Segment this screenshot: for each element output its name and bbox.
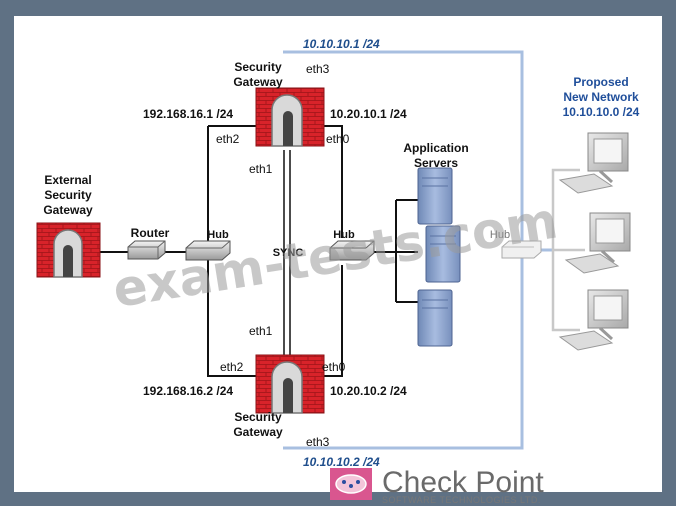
hub-right-label: Hub [490,229,510,241]
bottom-gw-label-2: Gateway [233,425,283,439]
checkpoint-logo: Check Point SOFTWARE TECHNOLOGIES LTD. [330,466,544,505]
bottom-eth3-label: eth3 [306,435,330,449]
bottom-eth0-label: eth0 [322,360,346,374]
proposed-links [551,168,585,332]
bottom-eth2-label: eth2 [220,360,244,374]
bottom-blue-network-label: 10.10.10.2 /24 [303,455,380,469]
hub-right-icon [501,240,542,259]
top-eth0-label: eth0 [326,132,350,146]
bottom-right-network-label: 10.20.10.2 /24 [330,384,407,398]
sync-link [283,150,291,358]
top-right-network-label: 10.20.10.1 /24 [330,107,407,121]
workstation-icon [558,132,629,194]
bottom-eth1-label: eth1 [249,324,273,338]
brand-tagline: SOFTWARE TECHNOLOGIES LTD. [382,495,541,505]
server-icon [417,167,453,225]
top-gw-label-2: Gateway [233,75,283,89]
server-icon [425,225,461,283]
router-icon [127,240,166,260]
bottom-gw-label-1: Security [234,410,282,424]
top-gw-label-1: Security [234,60,282,74]
hub-center-icon [329,240,375,261]
top-left-network-label: 192.168.16.1 /24 [143,107,233,121]
watermark: exam-tests.com [109,191,562,319]
bottom-security-gateway-firewall-icon [255,354,325,414]
server-icon [417,289,453,347]
brand-name: Check Point [382,466,544,499]
hub-center-label: Hub [333,229,355,241]
top-blue-network-label: 10.10.10.1 /24 [303,37,380,51]
external-gw-label-3: Gateway [43,203,93,217]
external-gw-label-2: Security [44,188,92,202]
hub-left-label: Hub [207,229,229,241]
app-servers-label-1: Application [403,141,468,155]
wired-links [100,125,418,377]
top-security-gateway-firewall-icon [255,87,325,147]
hub-left-icon [185,240,231,261]
bottom-left-network-label: 192.168.16.2 /24 [143,384,233,398]
sync-label: SYNC [273,247,304,259]
router-label: Router [131,226,170,240]
proposed-label-3: 10.10.10.0 /24 [563,105,640,119]
workstation-icon [558,289,629,351]
workstation-icon [564,212,631,274]
top-eth1-label: eth1 [249,162,273,176]
proposed-label-2: New Network [563,90,639,104]
proposed-label-1: Proposed [573,75,628,89]
external-gateway-firewall-icon [36,222,101,278]
external-gw-label-1: External [44,173,91,187]
top-eth2-label: eth2 [216,132,240,146]
top-eth3-label: eth3 [306,62,330,76]
app-servers-label-2: Servers [414,156,458,170]
